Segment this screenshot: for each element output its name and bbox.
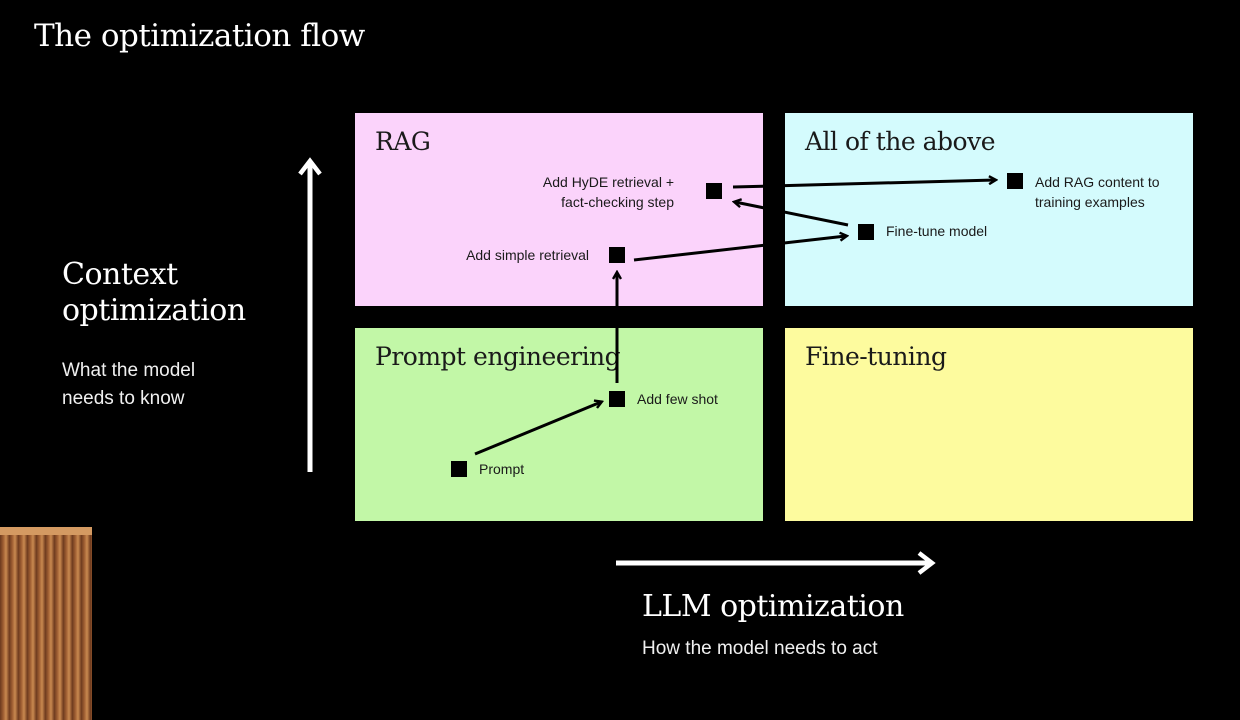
node-prompt — [451, 461, 467, 477]
quadrant-fine-tuning: Fine-tuning — [785, 328, 1193, 521]
node-hyde-label-line2: fact-checking step — [561, 194, 674, 210]
arrow-simple-retrieval-to-finetune — [633, 236, 846, 262]
node-few-shot-label: Add few shot — [637, 391, 718, 407]
node-rag-content-label-line2: training examples — [1035, 194, 1145, 210]
node-finetune-model — [858, 224, 874, 240]
node-finetune-model-label: Fine-tune model — [886, 223, 988, 239]
quadrant-rag-title: RAG — [375, 127, 431, 156]
y-axis-subtitle: What the model needs to know — [62, 357, 195, 413]
node-hyde-label: Add HyDE retrieval + fact-checking step — [500, 172, 674, 212]
y-axis-title: Context optimization — [62, 257, 246, 329]
node-simple-retrieval — [609, 247, 625, 263]
quadrant-prompt-title: Prompt engineering — [375, 342, 621, 371]
x-axis-subtitle: How the model needs to act — [642, 638, 878, 659]
quadrant-all-title: All of the above — [805, 127, 996, 156]
y-axis-sub-line1: What the model — [62, 360, 196, 381]
arrow-finetune-to-hyde — [735, 202, 849, 227]
stage-podium — [0, 527, 92, 720]
node-hyde-label-line1: Add HyDE retrieval + — [542, 174, 674, 190]
node-hyde — [706, 183, 722, 199]
stage-podium-top — [0, 527, 92, 535]
arrow-hyde-to-rag-content — [732, 180, 995, 189]
slide-title: The optimization flow — [34, 18, 365, 54]
node-simple-retrieval-label: Add simple retrieval — [466, 247, 589, 263]
node-prompt-label: Prompt — [479, 461, 525, 477]
quadrant-rag: RAG — [355, 113, 763, 306]
x-axis-title: LLM optimization — [642, 589, 904, 624]
quadrant-finetuning-title: Fine-tuning — [805, 342, 947, 371]
y-axis-title-line2: optimization — [62, 293, 246, 328]
node-rag-content-label-line1: Add RAG content to — [1035, 174, 1160, 190]
node-few-shot — [609, 391, 625, 407]
quadrant-prompt-engineering: Prompt engineering — [355, 328, 763, 521]
quadrant-all-of-the-above: All of the above — [785, 113, 1193, 306]
y-axis-sub-line2: needs to know — [62, 388, 185, 409]
arrow-prompt-to-few-shot — [474, 402, 601, 456]
node-rag-content-label: Add RAG content to training examples — [1035, 172, 1160, 212]
node-rag-content — [1007, 173, 1023, 189]
y-axis-title-line1: Context — [62, 257, 178, 292]
